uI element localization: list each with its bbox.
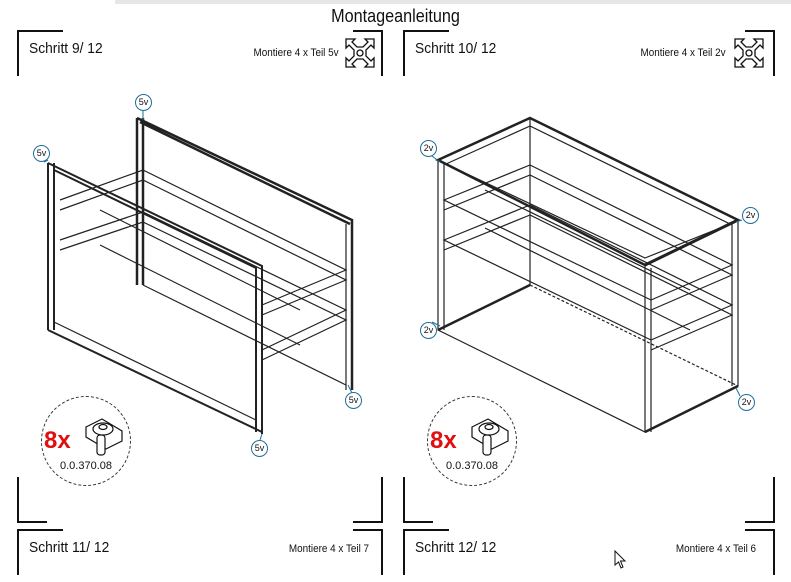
part-tag: 5v xyxy=(345,392,362,409)
panel-corner xyxy=(403,529,449,575)
panel-corner xyxy=(745,529,775,575)
step10-frame-drawing xyxy=(435,116,741,434)
panel-corner xyxy=(353,477,383,523)
step-label: Schritt 12/ 12 xyxy=(415,539,497,556)
part-tag: 5v xyxy=(251,440,268,457)
panel-corner xyxy=(17,30,63,76)
step-instruction: Montiere 4 x Teil 2v xyxy=(640,47,726,59)
t-nut-screw-icon xyxy=(85,418,123,456)
aluminium-profile-icon xyxy=(734,38,764,68)
step-label: Schritt 9/ 12 xyxy=(29,40,103,57)
panel-corner xyxy=(353,529,383,575)
part-tag: 2v xyxy=(742,207,759,224)
aluminium-profile-icon xyxy=(345,38,375,68)
part-number: 0.0.370.08 xyxy=(446,460,498,472)
page-title: Montageanleitung xyxy=(331,6,460,26)
part-callout: 8x 0.0.370.08 xyxy=(41,396,131,486)
panel-corner xyxy=(403,477,433,523)
panel-corner xyxy=(403,30,449,76)
part-tag: 5v xyxy=(135,94,152,111)
part-tag: 5v xyxy=(33,145,50,162)
part-callout: 8x 0.0.370.08 xyxy=(427,396,517,486)
part-quantity: 8x xyxy=(430,427,457,454)
step-instruction: Montiere 4 x Teil 5v xyxy=(253,47,339,59)
t-nut-screw-icon xyxy=(471,418,509,456)
step9-frame-drawing xyxy=(47,116,354,434)
mouse-cursor-icon xyxy=(614,550,627,569)
panel-corner xyxy=(745,477,775,523)
part-tag: 2v xyxy=(420,140,437,157)
part-quantity: 8x xyxy=(44,427,71,454)
step-label: Schritt 10/ 12 xyxy=(415,40,497,57)
part-number: 0.0.370.08 xyxy=(60,460,112,472)
panel-corner xyxy=(17,477,47,523)
step-instruction: Montiere 4 x Teil 6 xyxy=(675,543,756,555)
part-tag: 2v xyxy=(738,394,755,411)
top-scroll-bar xyxy=(115,0,791,4)
part-tag: 2v xyxy=(420,322,437,339)
panel-corner xyxy=(353,30,383,76)
panel-corner xyxy=(17,529,63,575)
step-label: Schritt 11/ 12 xyxy=(29,539,110,556)
step-instruction: Montiere 4 x Teil 7 xyxy=(288,543,369,555)
panel-corner xyxy=(745,30,775,76)
